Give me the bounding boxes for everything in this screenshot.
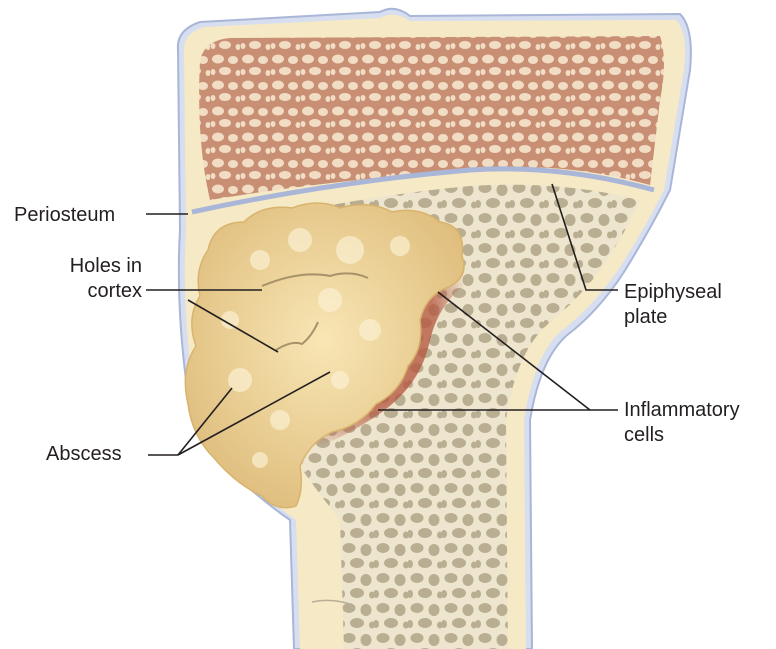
periosteum-label: Periosteum [14,203,115,228]
epiphyseal-plate-line1: Epiphyseal [624,280,722,305]
holes-in-cortex-label: Holes in cortex [40,254,142,304]
periosteum-text: Periosteum [14,203,115,228]
epiphyseal-plate-line2: plate [624,305,722,330]
abscess-label: Abscess [46,442,122,467]
holes-in-cortex-line2: cortex [40,279,142,304]
holes-in-cortex-line1: Holes in [40,254,142,279]
inflammatory-cells-line1: Inflammatory [624,398,740,423]
inflammatory-cells-line2: cells [624,423,740,448]
epiphyseal-plate-label: Epiphyseal plate [624,280,722,330]
abscess-text: Abscess [46,442,122,467]
inflammatory-cells-label: Inflammatory cells [624,398,740,448]
